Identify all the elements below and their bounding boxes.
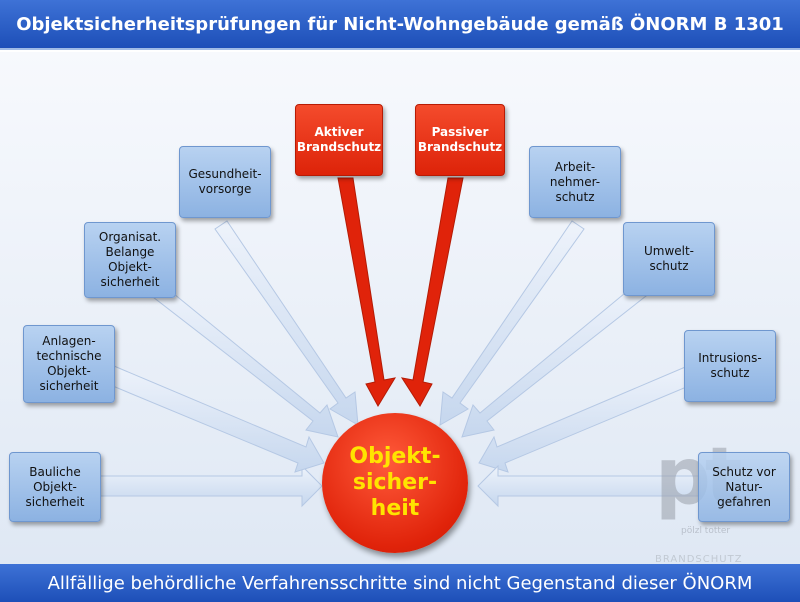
box-label: Anlagen- technische Objekt- sicherheit [36,334,102,393]
box-intrusionsschutz: Intrusions- schutz [684,330,776,402]
page-footer: Allfällige behördliche Verfahrensschritt… [0,564,800,602]
box-arbeitnehmerschutz: Arbeit- nehmer- schutz [529,146,621,218]
box-bauliche-objektsicherheit: Bauliche Objekt- sicherheit [9,452,101,522]
arrow-intrusion [478,364,697,473]
box-label: Umwelt- schutz [643,244,695,273]
box-label: Bauliche Objekt- sicherheit [25,464,85,509]
box-schutz-vor-naturgefahren: Schutz vor Natur- gefahren [698,452,790,522]
box-organisatorische-belange: Organisat. Belange Objekt- sicherheit [84,222,176,298]
box-passiver-brandschutz: Passiver Brandschutz [415,104,505,176]
arrow-passiver [400,177,464,407]
box-label: Schutz vor Natur- gefahren [712,464,776,509]
arrow-anlagentechnische [107,365,325,473]
arrow-natur [477,464,701,508]
center-objektsicherheit: Objekt- sicher- heit [322,413,468,553]
box-label: Intrusions- schutz [698,351,762,380]
box-anlagentechnische-objektsicherheit: Anlagen- technische Objekt- sicherheit [23,325,115,403]
center-label: Objekt- sicher- heit [349,444,441,521]
arrow-umwelt [461,283,647,438]
arrow-arbeitnehmer [439,220,585,426]
footer-text: Allfällige behördliche Verfahrensschritt… [47,572,753,594]
arrow-gesundheit [214,220,359,426]
arrow-aktiver [337,177,397,408]
logo-subtitle: BRANDSCHUTZ [655,554,743,565]
box-gesundheitvorsorge: Gesundheit- vorsorge [179,146,271,218]
arrow-organisatorische [152,284,339,438]
box-label: Arbeit- nehmer- schutz [549,159,601,204]
box-label: Gesundheit- vorsorge [188,167,262,196]
box-umweltschutz: Umwelt- schutz [623,222,715,296]
box-label: Passiver Brandschutz [417,125,503,154]
box-label: Organisat. Belange Objekt- sicherheit [98,230,162,289]
box-aktiver-brandschutz: Aktiver Brandschutz [295,104,383,176]
header-title: Objektsicherheitsprüfungen für Nicht-Woh… [16,13,784,35]
arrow-bauliche [99,464,323,508]
logo-tagline: pölzl totter [681,526,731,536]
box-label: Aktiver Brandschutz [296,125,382,154]
page-header: Objektsicherheitsprüfungen für Nicht-Woh… [0,0,800,50]
